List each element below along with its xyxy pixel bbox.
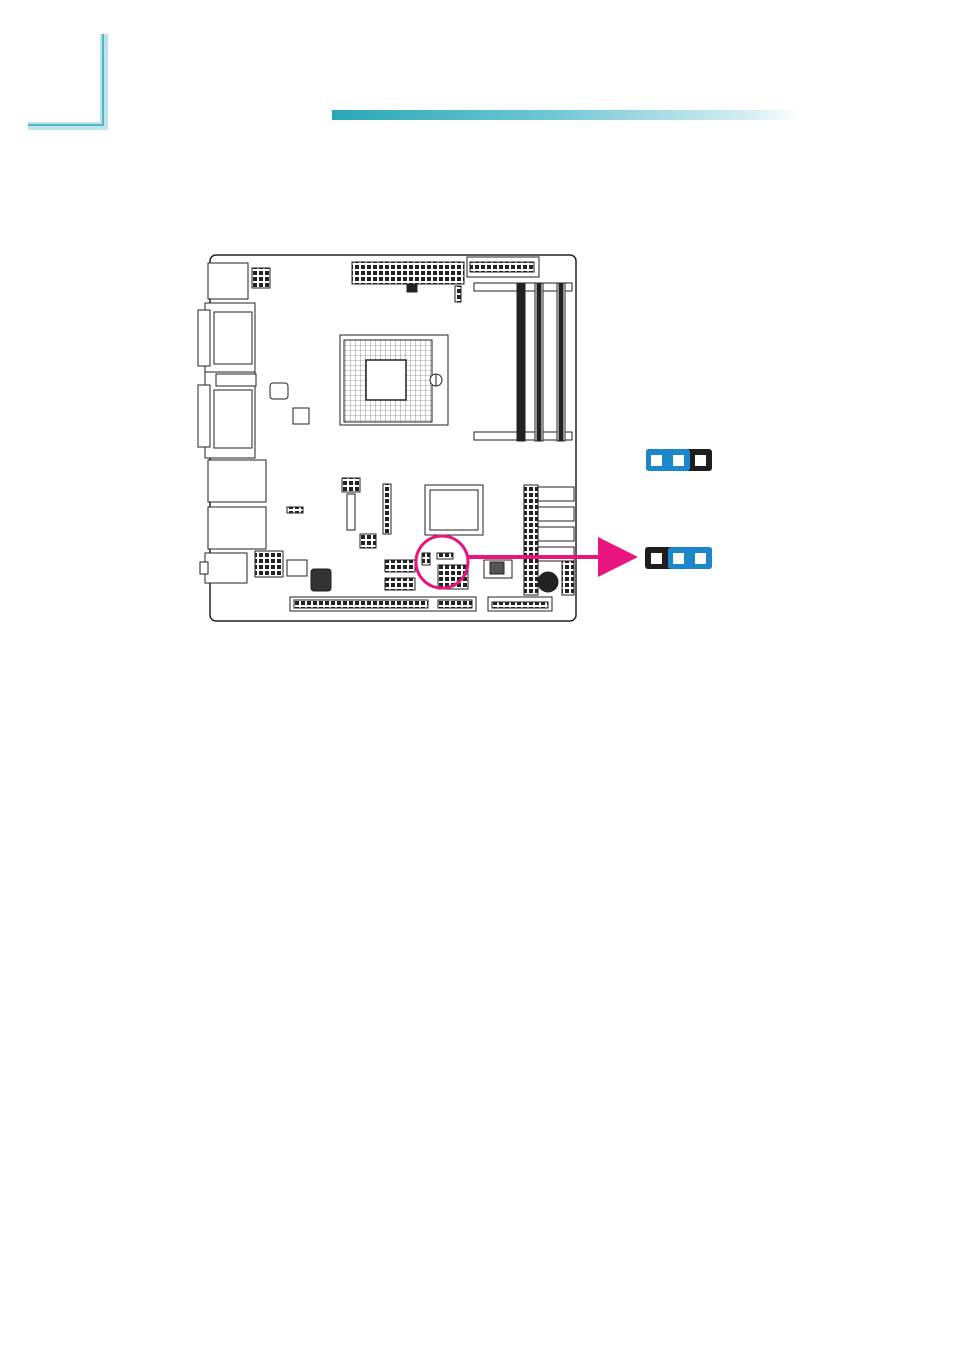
jumper-setting-1-2 [646, 449, 712, 471]
cpu-socket [340, 335, 448, 425]
expansion-slots [290, 597, 552, 611]
jumper-setting-2-3 [645, 547, 712, 569]
